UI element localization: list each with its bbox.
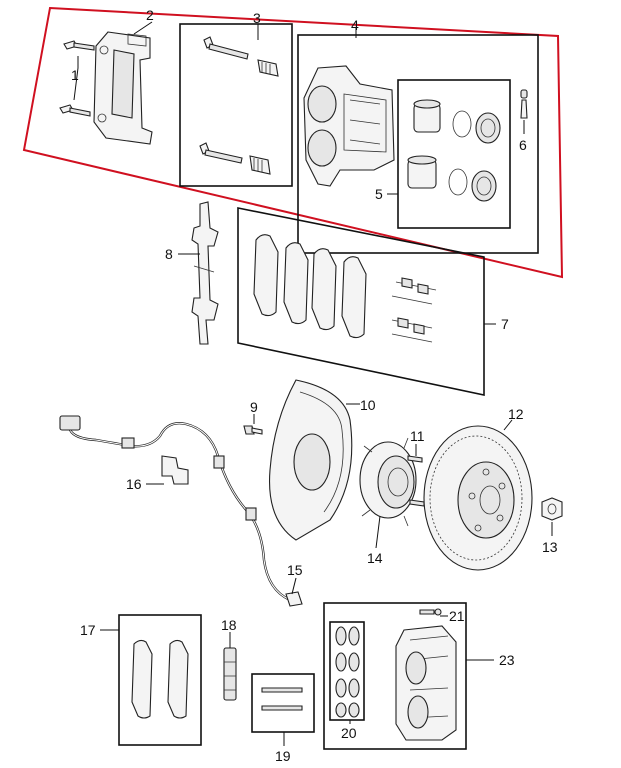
- callout-18: 18: [221, 617, 237, 633]
- callout-19: 19: [275, 748, 291, 764]
- callout-1: 1: [71, 67, 79, 83]
- callout-8: 8: [165, 246, 173, 262]
- part-18-clip: [223, 647, 237, 701]
- callout-2: 2: [146, 7, 154, 23]
- part-16-sensor-harness: [59, 415, 303, 607]
- part-1-bolts: [59, 40, 95, 117]
- part-17-pads: [131, 639, 189, 719]
- callout-10: 10: [360, 397, 376, 413]
- callout-14: 14: [367, 550, 383, 566]
- callout-21: 21: [449, 608, 465, 624]
- part-20-pad-set: [335, 626, 360, 718]
- callout-16: 16: [126, 476, 142, 492]
- part-3-guide-pins: [199, 36, 279, 175]
- box-3: [179, 23, 293, 187]
- part-10-shield: [268, 379, 353, 541]
- part-13-nut: [541, 497, 563, 521]
- callout-6: 6: [519, 137, 527, 153]
- box-20: [329, 621, 365, 721]
- callout-11: 11: [410, 428, 425, 444]
- callout-17: 17: [80, 622, 96, 638]
- box-7: [237, 207, 485, 396]
- part-8-clip: [191, 201, 219, 345]
- leader-lines: [73, 21, 553, 746]
- part-4-caliper: [303, 65, 395, 187]
- callout-9: 9: [250, 399, 258, 415]
- callout-3: 3: [253, 10, 261, 26]
- callout-23: 23: [499, 652, 515, 668]
- part-2-bracket: [93, 31, 153, 145]
- callout-5: 5: [375, 186, 383, 202]
- part-7-pads: [253, 234, 437, 343]
- callout-7: 7: [501, 316, 509, 332]
- callout-12: 12: [508, 406, 524, 422]
- part-9-bolt: [243, 425, 263, 435]
- part-5-pistons: [407, 99, 501, 202]
- callout-13: 13: [542, 539, 558, 555]
- box-23: [323, 602, 467, 750]
- part-23-caliper-assembly: [395, 608, 457, 741]
- part-6-bleeder: [520, 89, 528, 119]
- box-5: [397, 79, 511, 229]
- callout-20: 20: [341, 725, 357, 741]
- box-19: [251, 673, 315, 733]
- callout-15: 15: [287, 562, 303, 578]
- highlight-outline: [22, 6, 564, 279]
- box-17: [118, 614, 202, 746]
- part-14-hub: [359, 437, 425, 527]
- callout-numbers: 1 2 3 4 5 6 7 8 9 10 11 12 13 14 15 16 1…: [71, 7, 558, 764]
- box-4: [297, 34, 539, 254]
- part-12-rotor: [423, 425, 533, 571]
- callout-4: 4: [351, 17, 359, 33]
- part-19-pins: [261, 687, 303, 711]
